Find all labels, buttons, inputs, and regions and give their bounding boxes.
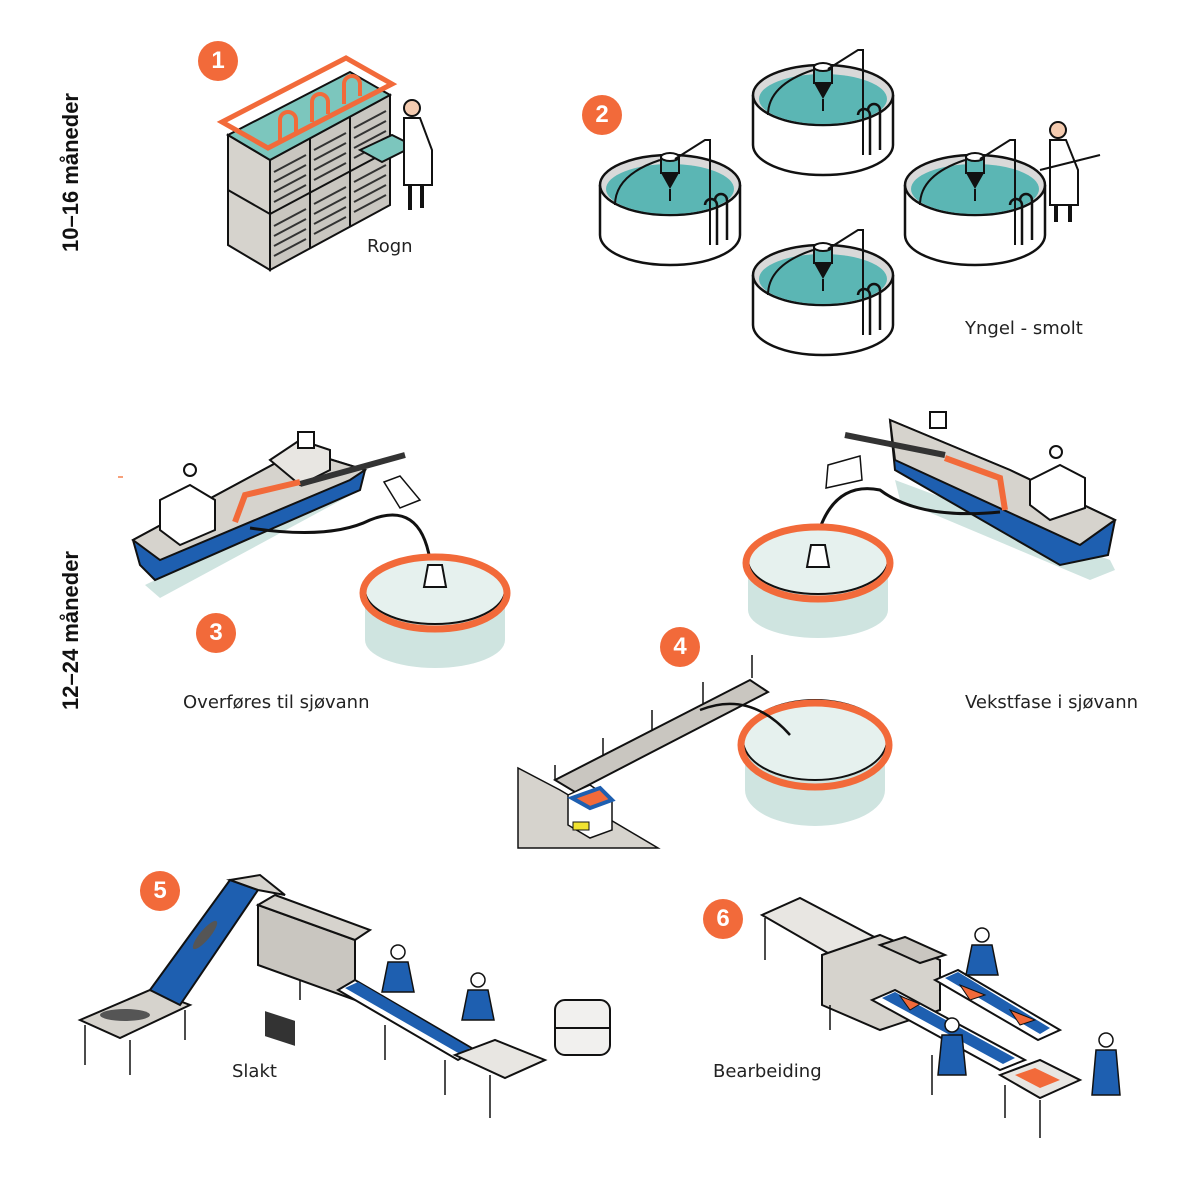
step-badge-2: 2 <box>582 95 622 135</box>
step-caption-2: Yngel - smolt <box>965 318 1083 339</box>
step-caption-4: Vekstfase i sjøvann <box>965 692 1139 713</box>
decorative-mark <box>118 476 123 478</box>
step-badge-3: 3 <box>196 613 236 653</box>
step-badge-6: 6 <box>703 899 743 939</box>
step-caption-5: Slakt <box>232 1061 277 1082</box>
step-caption-3: Overføres til sjøvann <box>183 692 370 713</box>
step-badge-1: 1 <box>198 41 238 81</box>
step-badge-4: 4 <box>660 627 700 667</box>
step-badge-5: 5 <box>140 871 180 911</box>
step-caption-6: Bearbeiding <box>713 1061 822 1082</box>
step-caption-1: Rogn <box>367 236 413 257</box>
